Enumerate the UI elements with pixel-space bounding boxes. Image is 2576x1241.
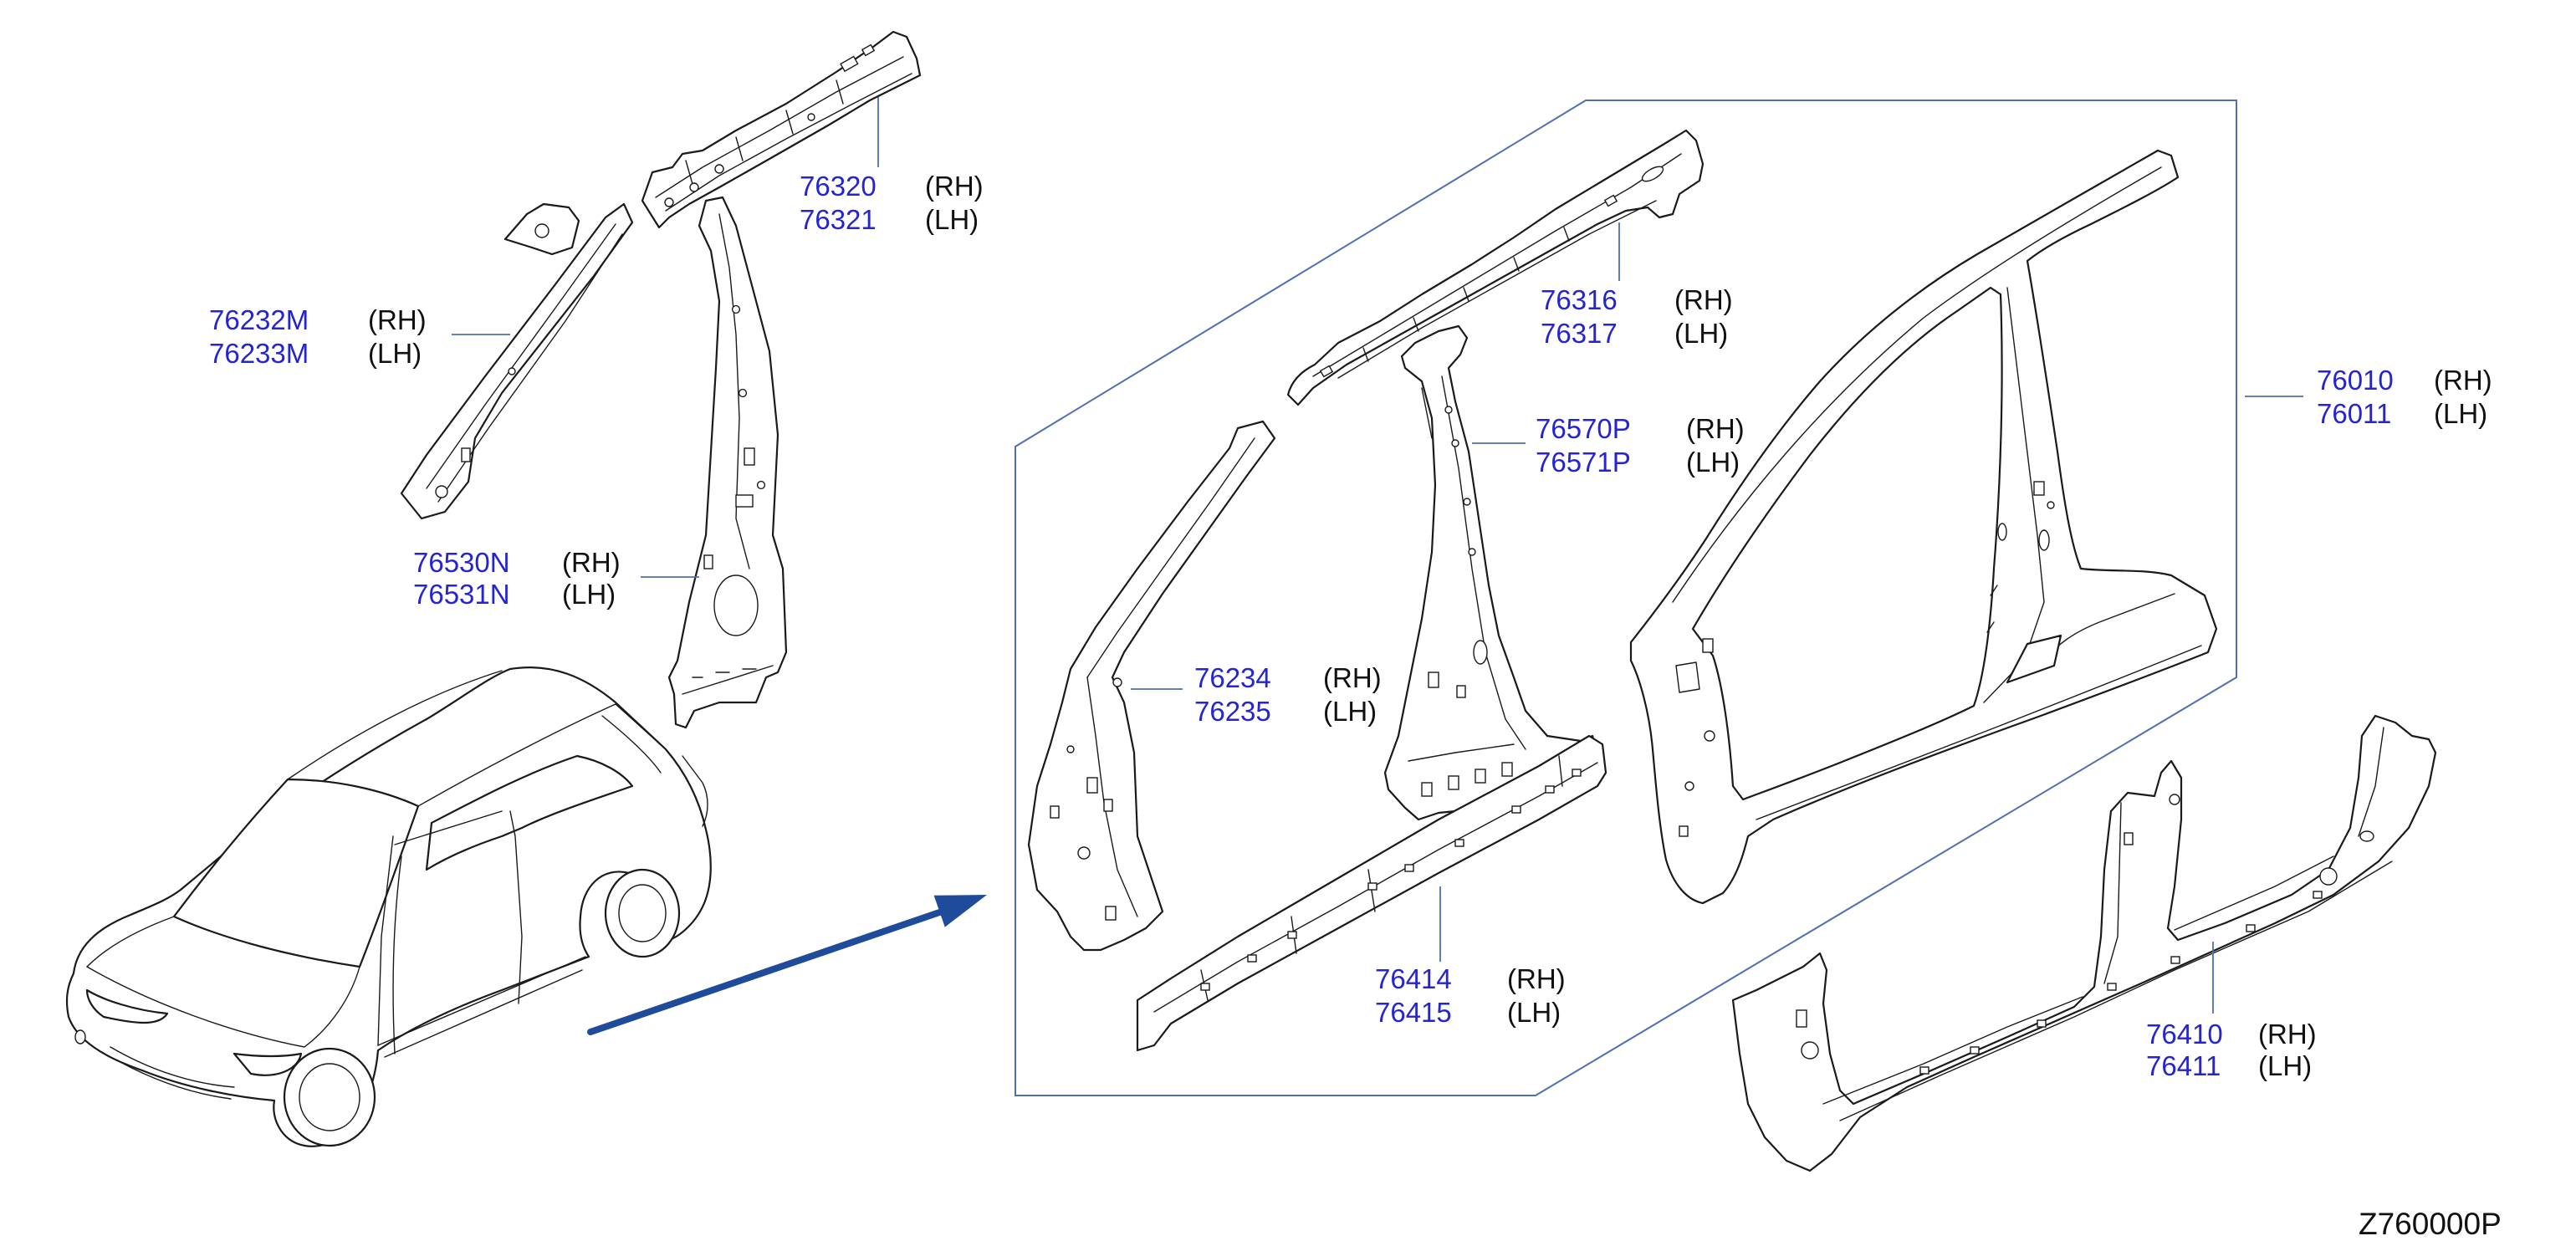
callout-roof-rail-upper-rh-side: (RH)	[925, 171, 984, 202]
callout-body-side-outer-lh-number[interactable]: 76011	[2317, 398, 2391, 429]
callout-body-side-outer-rh-number[interactable]: 76010	[2317, 365, 2394, 396]
callout-roof-rail-outer-rh-side: (RH)	[1674, 284, 1733, 315]
callout-front-pillar-upper-rh-side: (RH)	[368, 304, 427, 335]
part-drawing-center-pillar-reinforcement	[1383, 324, 1599, 821]
callout-front-pillar-lower-lh-number[interactable]: 76235	[1194, 696, 1271, 727]
callout-center-pillar-inner-lh-number[interactable]: 76531N	[413, 579, 510, 610]
callout-body-side-outer-lh-side: (LH)	[2434, 398, 2487, 429]
callout-body-side-outer: 76010 (RH) 76011 (LH)	[2245, 365, 2492, 429]
part-drawing-front-pillar-upper	[400, 202, 634, 520]
exploded-view-frame	[1015, 100, 2237, 1096]
callout-center-pillar-inner-rh-number[interactable]: 76530N	[413, 547, 510, 578]
callout-roof-rail-upper: 76320 (RH) 76321 (LH)	[800, 97, 984, 235]
callout-sill-outer: 76410 (RH) 76411 (LH)	[2146, 942, 2317, 1081]
vehicle-rear-wheel	[604, 868, 681, 958]
callout-roof-rail-outer-lh-side: (LH)	[1674, 318, 1728, 349]
callout-roof-rail-upper-rh-number[interactable]: 76320	[800, 171, 877, 202]
callout-sill-outer-rh-side: (RH)	[2258, 1019, 2317, 1049]
callout-sill-reinforcement-rh-number[interactable]: 76414	[1375, 963, 1452, 994]
callout-front-pillar-lower-rh-number[interactable]: 76234	[1194, 662, 1271, 693]
callout-sill-reinforcement-lh-number[interactable]: 76415	[1375, 997, 1452, 1028]
callout-front-pillar-lower-lh-side: (LH)	[1323, 696, 1377, 727]
callout-body-side-outer-rh-side: (RH)	[2434, 365, 2492, 396]
diagram-code: Z760000P	[2359, 1207, 2502, 1241]
direction-arrow-shaft	[587, 906, 950, 1035]
callout-sill-reinforcement: 76414 (RH) 76415 (LH)	[1375, 886, 1566, 1028]
vehicle-windshield	[172, 778, 420, 968]
part-drawing-roof-rail-outer	[1286, 129, 1705, 406]
callout-sill-outer-lh-side: (LH)	[2258, 1050, 2312, 1081]
callout-roof-rail-outer: 76316 (RH) 76317 (LH)	[1541, 222, 1733, 349]
callout-sill-outer-lh-number[interactable]: 76411	[2146, 1050, 2221, 1081]
callout-front-pillar-upper-lh-side: (LH)	[368, 338, 422, 369]
callout-center-pillar-reinforcement-rh-side: (RH)	[1686, 413, 1745, 444]
callout-center-pillar-reinforcement-lh-number[interactable]: 76571P	[1536, 447, 1631, 478]
callout-roof-rail-upper-lh-number[interactable]: 76321	[800, 204, 877, 235]
callout-front-pillar-upper-rh-number[interactable]: 76232M	[209, 304, 309, 335]
vehicle-front-wheel	[283, 1047, 376, 1147]
part-drawing-front-pillar-lower	[1027, 420, 1276, 952]
vehicle-overview-drawing	[65, 666, 712, 1147]
callout-sill-outer-rh-number[interactable]: 76410	[2146, 1019, 2223, 1049]
callout-front-pillar-upper-lh-number[interactable]: 76233M	[209, 338, 309, 369]
part-drawing-center-pillar-inner	[667, 196, 788, 729]
callout-front-pillar-upper: 76232M (RH) 76233M (LH)	[209, 304, 510, 369]
callout-roof-rail-outer-lh-number[interactable]: 76317	[1541, 318, 1618, 349]
direction-arrow	[587, 895, 987, 1035]
callout-roof-rail-outer-rh-number[interactable]: 76316	[1541, 284, 1618, 315]
callout-sill-reinforcement-rh-side: (RH)	[1507, 963, 1566, 994]
callout-front-pillar-lower: 76234 (RH) 76235 (LH)	[1131, 662, 1382, 727]
callout-center-pillar-inner: 76530N (RH) 76531N (LH)	[413, 547, 699, 610]
part-drawing-roof-rail-upper	[641, 30, 922, 229]
callout-center-pillar-reinforcement-rh-number[interactable]: 76570P	[1536, 413, 1631, 444]
part-drawing-body-side-outer	[1629, 149, 2218, 905]
callout-center-pillar-reinforcement-lh-side: (LH)	[1686, 447, 1740, 478]
callout-center-pillar-inner-lh-side: (LH)	[562, 579, 616, 610]
direction-arrow-head	[933, 895, 987, 927]
callout-sill-reinforcement-lh-side: (LH)	[1507, 997, 1561, 1028]
callout-center-pillar-reinforcement: 76570P (RH) 76571P (LH)	[1472, 413, 1745, 478]
callout-roof-rail-upper-lh-side: (LH)	[925, 204, 979, 235]
callout-front-pillar-lower-rh-side: (RH)	[1323, 662, 1382, 693]
part-drawing-sill-outer	[1731, 714, 2437, 1172]
callout-center-pillar-inner-rh-side: (RH)	[562, 547, 621, 578]
part-drawing-sill-reinforcement	[1136, 734, 1607, 1052]
